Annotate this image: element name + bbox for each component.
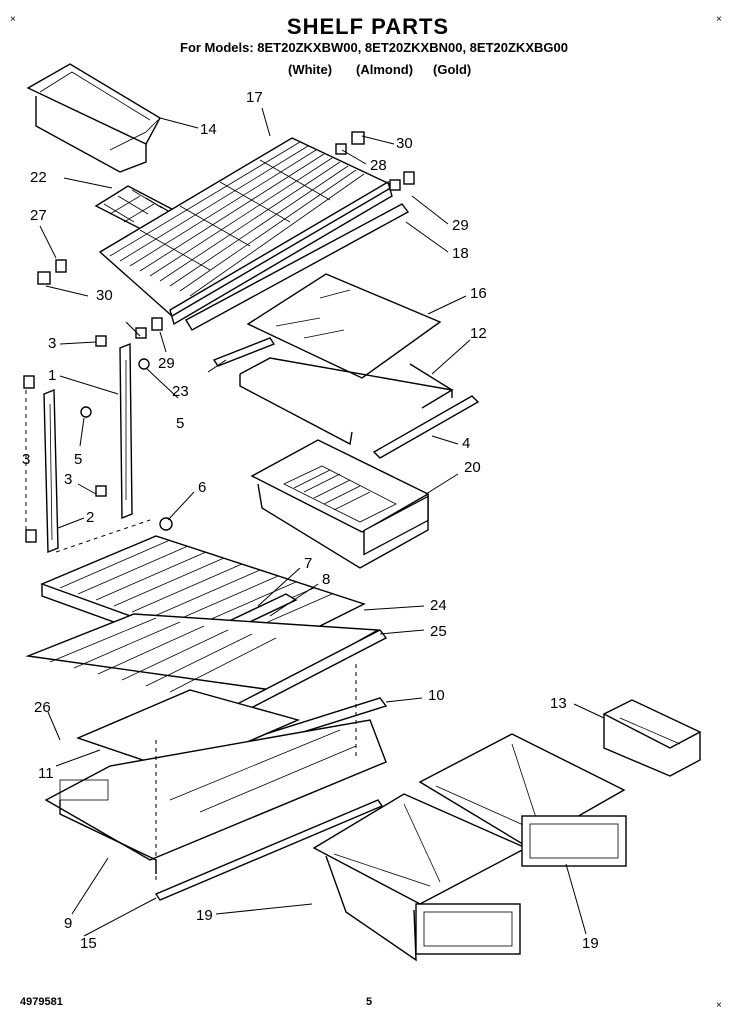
callout-14: 14 bbox=[200, 121, 217, 138]
callout-4: 4 bbox=[462, 435, 470, 452]
part-16-glass-panel bbox=[246, 273, 442, 379]
parts-28-29-30-clips bbox=[335, 131, 415, 191]
callout-28: 28 bbox=[370, 157, 387, 174]
part-17-wire-shelf bbox=[98, 137, 396, 326]
callout-9: 9 bbox=[64, 915, 72, 932]
callout-1: 1 bbox=[48, 367, 56, 384]
callout-17: 17 bbox=[246, 89, 263, 106]
callout-24: 24 bbox=[430, 597, 447, 614]
callout-2: 2 bbox=[86, 509, 94, 526]
part-4-divider-bar bbox=[372, 395, 480, 459]
part-15-bottom-trim bbox=[154, 799, 384, 901]
callout-11: 11 bbox=[38, 765, 54, 782]
parts-1-2-3-upright-rails bbox=[23, 335, 173, 554]
color-white: (White) bbox=[288, 62, 333, 77]
part-18-shelf-trim bbox=[185, 203, 410, 331]
callout-22: 22 bbox=[30, 169, 47, 186]
callout-5-left: 5 bbox=[74, 451, 82, 468]
parts-27-30-left-clips bbox=[37, 259, 163, 339]
assembly-guide-lines bbox=[25, 390, 357, 880]
page-title: SHELF PARTS bbox=[286, 14, 450, 39]
part-13-small-bin bbox=[602, 699, 702, 777]
callout-numbers: 14 17 22 27 30 28 29 18 30 16 12 29 3 1 … bbox=[22, 89, 599, 952]
callout-19-left: 19 bbox=[196, 907, 213, 924]
callout-16: 16 bbox=[470, 285, 487, 302]
callout-29-left: 29 bbox=[158, 355, 175, 372]
color-gold: (Gold) bbox=[433, 62, 472, 77]
callout-26: 26 bbox=[34, 699, 51, 716]
callout-6: 6 bbox=[198, 479, 206, 496]
part-19-crisper-drawer-left bbox=[312, 793, 528, 962]
part-23-shelf-rail bbox=[212, 337, 276, 367]
page-number: 5 bbox=[366, 996, 373, 1008]
callout-29-top: 29 bbox=[452, 217, 469, 234]
callout-25: 25 bbox=[430, 623, 447, 640]
callout-3-top: 3 bbox=[48, 335, 56, 352]
part-14-door-bin bbox=[26, 63, 161, 173]
doc-number: 4979581 bbox=[20, 996, 63, 1008]
callout-19-right: 19 bbox=[582, 935, 599, 952]
part-9-pan-frame bbox=[44, 719, 387, 874]
part-20-pan bbox=[250, 439, 430, 569]
callout-30-top: 30 bbox=[396, 135, 413, 152]
leader-lines bbox=[39, 107, 605, 937]
callout-8: 8 bbox=[322, 571, 330, 588]
callout-23: 23 bbox=[172, 383, 189, 400]
callout-13: 13 bbox=[550, 695, 567, 712]
registration-mark-br: × bbox=[716, 1000, 722, 1011]
registration-mark-tr: × bbox=[716, 14, 722, 25]
callout-12: 12 bbox=[470, 325, 487, 342]
callout-5-right: 5 bbox=[176, 415, 184, 432]
models-line: For Models: 8ET20ZKXBW00, 8ET20ZKXBN00, … bbox=[180, 40, 568, 55]
callout-10: 10 bbox=[428, 687, 445, 704]
part-12-shelf-frame bbox=[239, 357, 454, 446]
callout-18: 18 bbox=[452, 245, 469, 262]
callout-3-mid: 3 bbox=[22, 451, 30, 468]
registration-mark-tl: × bbox=[10, 14, 16, 25]
callout-3-low: 3 bbox=[64, 471, 72, 488]
callout-27: 27 bbox=[30, 207, 47, 224]
callout-30-left: 30 bbox=[96, 287, 113, 304]
callout-7: 7 bbox=[304, 555, 312, 572]
callout-20: 20 bbox=[464, 459, 481, 476]
callout-15: 15 bbox=[80, 935, 97, 952]
color-almond: (Almond) bbox=[356, 62, 414, 77]
part-19-crisper-drawer-right bbox=[418, 733, 627, 867]
